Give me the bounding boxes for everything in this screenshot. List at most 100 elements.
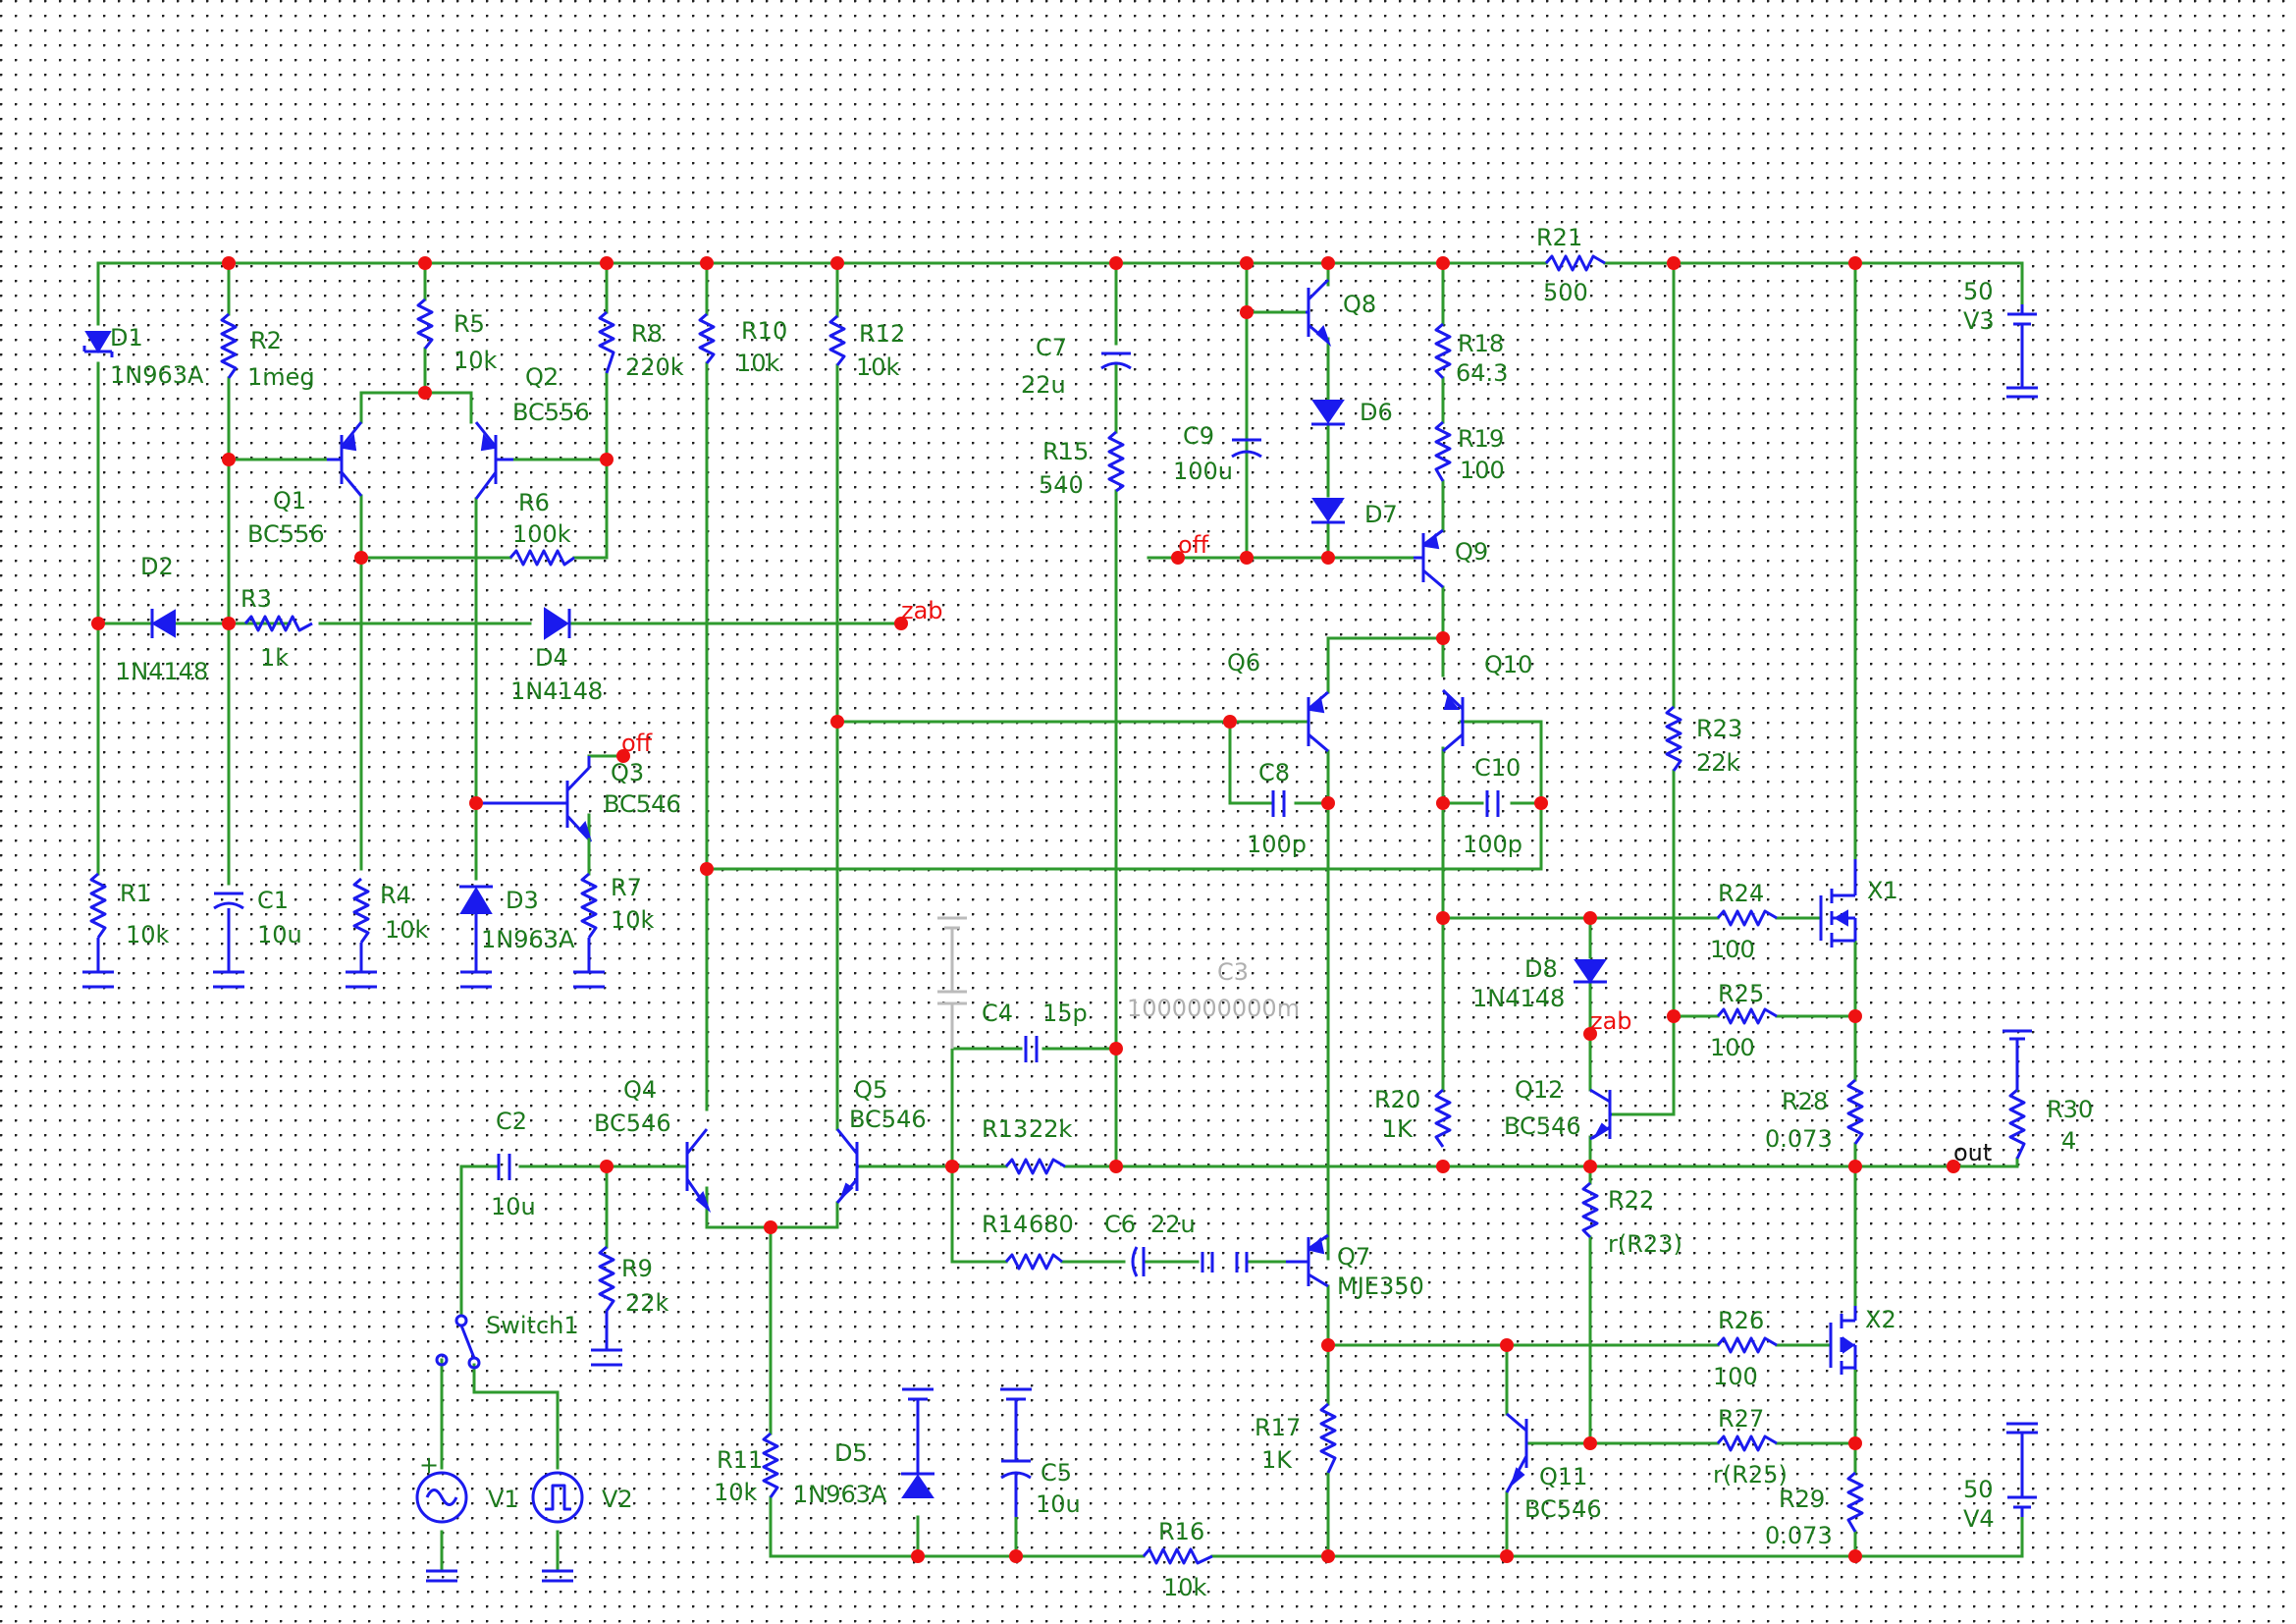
label-R3-value: 1k [260,644,289,672]
resistor-R7[interactable]: R7 10k [573,872,655,989]
label-R22-value: r(R23) [1608,1230,1682,1258]
resistor-R14[interactable]: R14 680 [982,1211,1074,1271]
resistor-R19[interactable]: R19 100 [1434,420,1505,484]
resistor-R17[interactable]: R17 1K [1255,1402,1337,1474]
resistor-R27[interactable]: R27 r(R25) [1713,1405,1788,1489]
diode-D4[interactable]: D4 1N4148 [510,607,603,705]
resistor-R26[interactable]: R26 100 [1713,1307,1778,1390]
resistor-R11[interactable]: R11 10k [714,1432,779,1506]
transistor-Q4[interactable]: Q4 BC546 [594,1076,712,1214]
capacitor-C10[interactable]: C10 100p [1463,754,1522,858]
label-C1-ref: C1 [257,887,289,914]
label-R16-value: 10k [1163,1574,1207,1601]
source-V2[interactable]: V2 [531,1471,633,1583]
transistor-Q10[interactable]: Q10 [1441,651,1532,753]
label-V3-value: 50 [1963,278,1994,305]
label-V4-value: 50 [1963,1476,1994,1503]
resistor-R15[interactable]: R15 540 [1039,430,1125,499]
label-R10-ref: R10 [741,317,787,345]
resistor-R4[interactable]: R4 10k [346,877,429,989]
source-V3[interactable]: 50 V3 [1963,278,2038,399]
capacitor-C7[interactable]: C7 22u [1021,334,1132,399]
label-X2-ref: X2 [1865,1306,1896,1333]
label-D3-ref: D3 [506,887,539,914]
capacitor-C3[interactable]: C3 1000000000m [937,916,1300,1049]
capacitor-C4[interactable]: C4 15p [982,1000,1088,1062]
resistor-R16[interactable]: R16 10k [1142,1518,1213,1601]
label-R9-value: 22k [625,1289,669,1317]
mosfet-X2[interactable]: X2 [1829,1306,1896,1375]
capacitor-C2[interactable]: C2 10u [491,1108,536,1220]
label-C3-value: 1000000000m [1127,995,1300,1022]
transistor-Q12[interactable]: Q12 BC546 [1504,1076,1612,1141]
resistor-R1[interactable]: R1 10k [82,872,170,989]
diode-D8[interactable]: D8 1N4148 [1472,955,1607,1012]
label-D7-ref: D7 [1364,501,1398,528]
transistor-Q9[interactable]: Q9 [1414,528,1488,589]
switch-Switch1[interactable]: Switch1 [435,1312,579,1370]
label-R24-ref: R24 [1718,880,1764,907]
resistor-R18[interactable]: R18 64.3 [1434,322,1508,387]
resistor-R3[interactable]: R3 1k [240,585,313,672]
transistor-Q3[interactable]: Q3 BC546 [476,756,681,876]
diode-D7[interactable]: D7 [1311,498,1398,528]
capacitor-C5[interactable]: C5 10u [1000,1387,1081,1518]
resistor-R24[interactable]: R24 100 [1710,880,1778,963]
label-R11-value: 10k [714,1479,758,1506]
resistor-R29[interactable]: R29 0.073 [1765,1471,1864,1549]
transistor-Q5[interactable]: Q5 BC546 [835,1076,927,1204]
resistor-R22[interactable]: R22 r(R23) [1581,1181,1682,1258]
transistor-Q1[interactable]: Q1 BC556 [247,421,363,548]
source-V1[interactable]: + V1 [415,1451,519,1583]
transistor-Q2[interactable]: Q2 BC556 [474,363,590,500]
capacitor-C9[interactable]: C9 100u [1173,422,1262,485]
label-Q11-ref: Q11 [1539,1463,1587,1490]
diode-D2[interactable]: D2 1N4148 [116,553,208,685]
diode-D3[interactable]: D3 1N963A [459,885,575,989]
capacitor-C8[interactable]: C8 100p [1247,759,1307,858]
label-R12-ref: R12 [859,320,905,348]
resistor-R13[interactable]: R13 22k [982,1115,1073,1175]
label-C3-ref: C3 [1217,958,1249,986]
resistor-R21[interactable]: R21 500 [1536,224,1606,306]
label-R13-value: 22k [1029,1115,1073,1143]
diode-D5[interactable]: D5 1N963A [793,1387,934,1508]
capacitor-C1[interactable]: C1 10u [213,887,302,989]
label-Q8-ref: Q8 [1343,291,1376,318]
resistor-R23[interactable]: R23 22k [1665,705,1742,777]
label-R7-ref: R7 [611,874,642,901]
capacitor-C6[interactable]: C6 22u [1104,1211,1249,1277]
label-Q2-ref: Q2 [525,363,559,391]
label-C7-value: 22u [1021,371,1066,399]
diode-D1[interactable]: D1 1N963A [82,324,204,389]
resistor-R10[interactable]: R10 10k [698,312,787,377]
label-R24-value: 100 [1710,936,1755,963]
label-R27-value: r(R25) [1713,1461,1788,1489]
label-C10-value: 100p [1463,831,1522,858]
label-C4-value: 15p [1042,1000,1088,1027]
transistor-Q11[interactable]: Q11 BC546 [1505,1412,1602,1523]
resistor-R6[interactable]: R6 100k [508,489,575,567]
label-R4-value: 10k [385,916,429,944]
label-D2-ref: D2 [140,553,174,580]
label-R14-ref: R14 [982,1211,1028,1238]
resistor-R20[interactable]: R20 1K [1374,1086,1452,1148]
transistor-Q8[interactable]: Q8 [1306,278,1376,348]
resistor-R9[interactable]: R9 22k [591,1245,669,1367]
resistor-R2[interactable]: R2 1meg [220,312,315,391]
transistor-Q6[interactable]: Q6 [1227,649,1329,753]
resistor-R30[interactable]: R30 4 [2002,1029,2093,1160]
resistor-R28[interactable]: R28 0.073 [1765,1078,1864,1153]
source-V4[interactable]: 50 V4 [1963,1422,2038,1533]
resistor-R5[interactable]: R5 10k [416,298,498,374]
label-Q5-ref: Q5 [854,1076,887,1104]
mosfet-X1[interactable]: X1 [1819,859,1898,947]
label-D5-value: 1N963A [793,1481,887,1508]
label-D3-value: 1N963A [481,926,575,953]
diode-D6[interactable]: D6 [1311,399,1393,426]
transistor-Q7[interactable]: Q7 MJE350 [1286,1233,1424,1300]
resistor-R12[interactable]: R12 10k [828,314,905,381]
resistor-R25[interactable]: R25 100 [1710,980,1778,1061]
resistor-R8[interactable]: R8 220k [598,310,684,381]
